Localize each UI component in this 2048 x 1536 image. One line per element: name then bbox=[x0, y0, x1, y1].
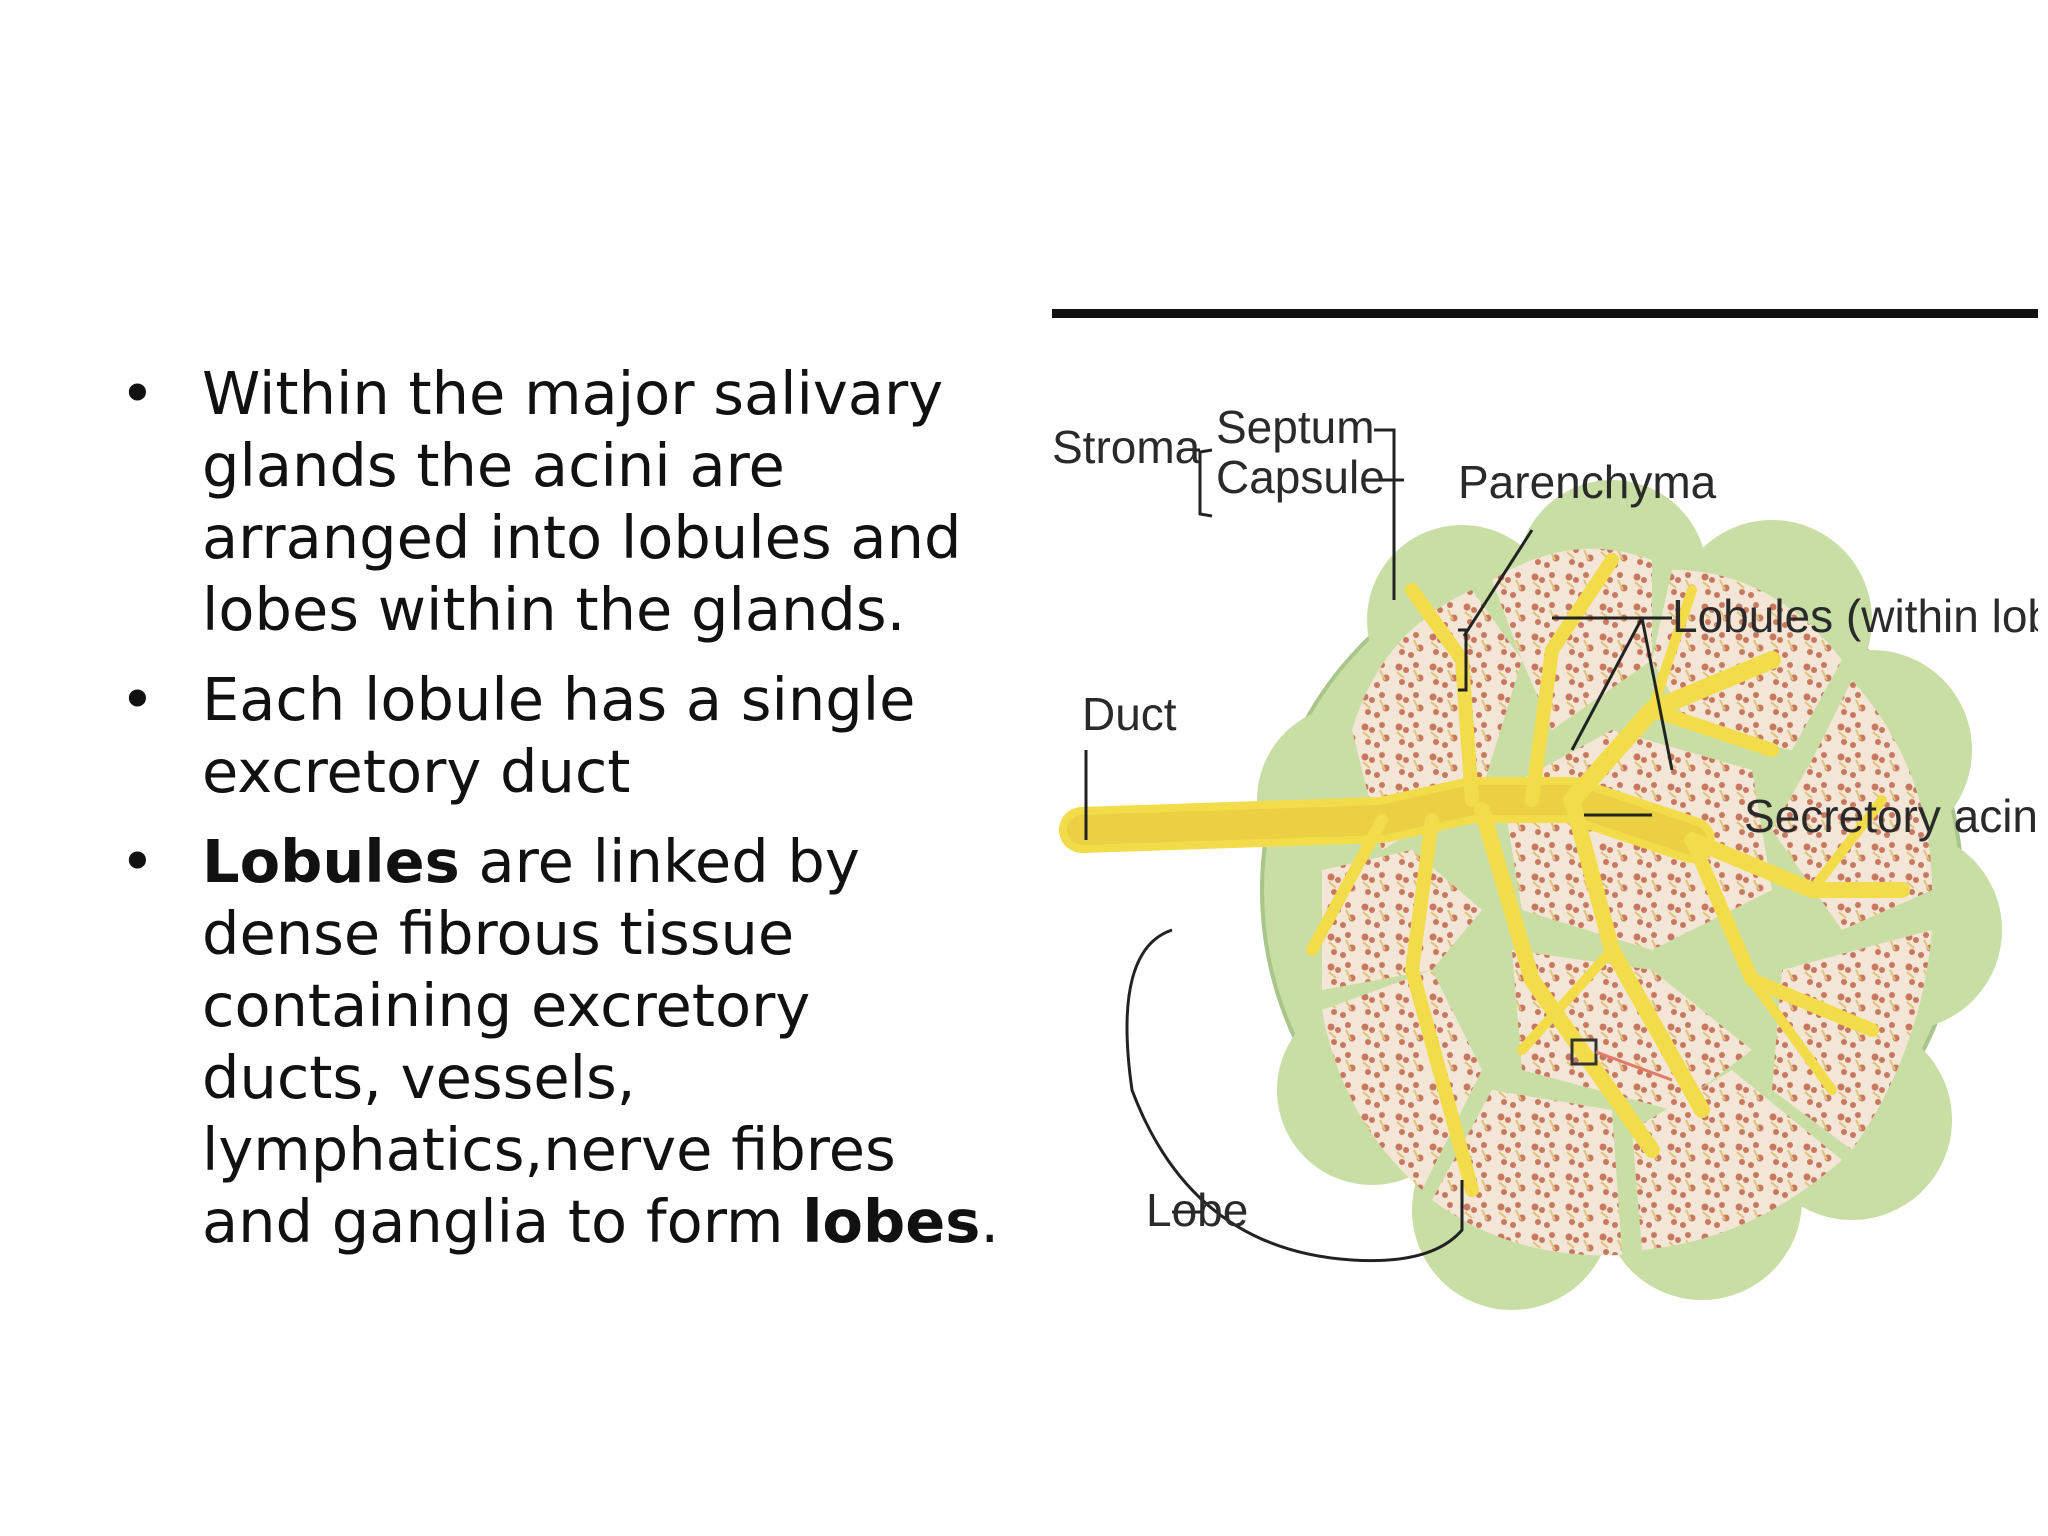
bullet-item-1: • Within the major salivary glands the a… bbox=[120, 358, 1020, 646]
bullet-line: lobes within the glands. bbox=[202, 575, 906, 644]
gland-diagram: Stroma Septum Capsule Parenchyma Lobules… bbox=[1052, 330, 2038, 1350]
label-capsule: Capsule bbox=[1216, 451, 1385, 503]
bullet-dot: • bbox=[120, 665, 155, 734]
lobules bbox=[1322, 548, 1932, 1256]
bullet-line: lymphatics,nerve fibres bbox=[202, 1115, 896, 1184]
bullet-line: containing excretory bbox=[202, 971, 811, 1040]
bullet-line: are linked by bbox=[459, 827, 860, 896]
bold-term-lobules: Lobules bbox=[202, 827, 460, 896]
label-parenchyma: Parenchyma bbox=[1458, 456, 1717, 508]
bold-term-lobes: lobes bbox=[802, 1187, 981, 1256]
label-stroma: Stroma bbox=[1052, 421, 1201, 473]
inset-marker bbox=[1570, 1038, 1673, 1082]
gland-illustration: Stroma Septum Capsule Parenchyma Lobules… bbox=[1052, 401, 2038, 1310]
bullet-line: and ganglia to form bbox=[202, 1187, 803, 1256]
bullet-dot: • bbox=[120, 359, 155, 428]
bullet-line: Each lobule has a single bbox=[202, 665, 916, 734]
duct-tree bbox=[1059, 553, 1910, 1197]
end-punct: . bbox=[980, 1187, 1000, 1256]
bullet-line: excretory duct bbox=[202, 737, 631, 806]
bullet-line: arranged into lobules and bbox=[202, 503, 962, 572]
label-duct: Duct bbox=[1082, 688, 1177, 740]
bullet-list: • Within the major salivary glands the a… bbox=[120, 358, 1020, 1276]
bullet-dot: • bbox=[120, 827, 155, 896]
label-septum: Septum bbox=[1216, 401, 1375, 453]
label-secretory-acini: Secretory acini bbox=[1744, 790, 2038, 842]
top-rule bbox=[1052, 309, 2038, 318]
bullet-line: ducts, vessels, bbox=[202, 1043, 636, 1112]
label-lobe: Lobe bbox=[1146, 1184, 1248, 1236]
bullet-line: dense fibrous tissue bbox=[202, 899, 795, 968]
bullet-item-2: • Each lobule has a single excretory duc… bbox=[120, 664, 1020, 808]
label-lobules: Lobules (within lobe) bbox=[1672, 590, 2038, 642]
bullet-item-3: • Lobules are linked by dense fibrous ti… bbox=[120, 826, 1020, 1258]
leader-lines bbox=[1084, 428, 1674, 1263]
bullet-line: glands the acini are bbox=[202, 431, 785, 500]
bullet-line: Within the major salivary bbox=[202, 359, 944, 428]
